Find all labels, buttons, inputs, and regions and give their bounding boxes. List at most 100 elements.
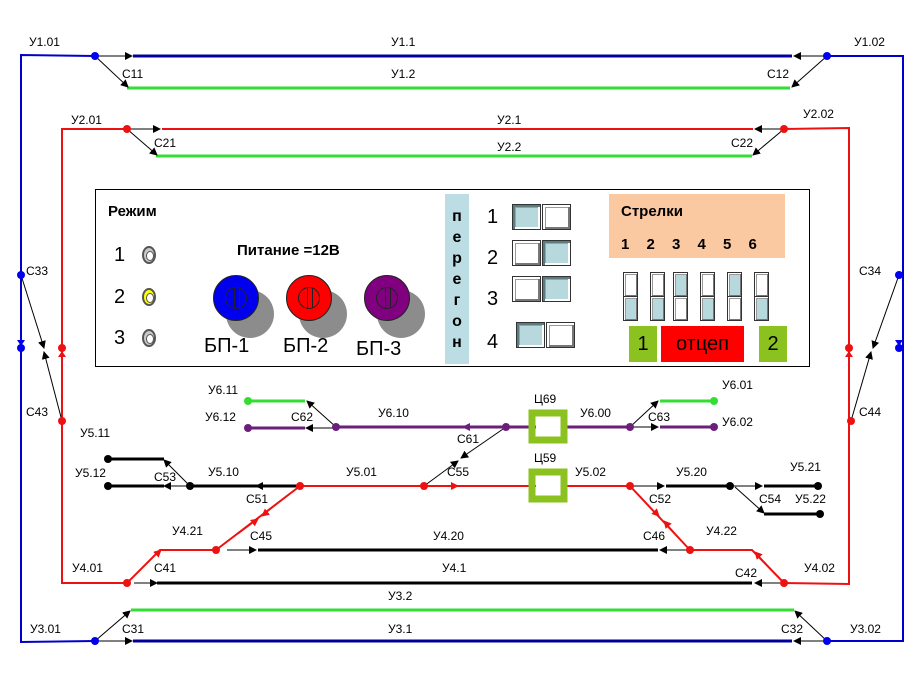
switch-3-plus[interactable] — [673, 272, 688, 297]
node-u6-11[interactable] — [244, 397, 252, 405]
switch-c63-a — [629, 400, 659, 428]
switch-2-plus[interactable] — [650, 272, 665, 297]
power-title: Питание =12В — [237, 242, 340, 259]
mode-indicator-1[interactable] — [142, 246, 156, 264]
node-c45[interactable] — [212, 546, 220, 554]
track-4 — [123, 485, 788, 587]
joint-left-red — [58, 344, 66, 352]
label-u5-01: У5.01 — [346, 465, 377, 479]
node-u1-02[interactable] — [823, 52, 831, 60]
route-3-cell-right[interactable] — [542, 276, 571, 302]
power-knob-bp3[interactable] — [364, 275, 410, 321]
node-u6-02[interactable] — [710, 423, 718, 431]
label-c44: С44 — [859, 405, 881, 419]
node-c44[interactable] — [847, 417, 855, 425]
route-4-cell-right[interactable] — [546, 322, 575, 348]
label-c11: С11 — [122, 67, 143, 81]
knob-screw-icon — [225, 287, 247, 309]
switch-4-plus[interactable] — [700, 272, 715, 297]
knob-screw-icon — [298, 287, 320, 309]
node-c63[interactable] — [626, 423, 634, 431]
route-1-cell-left[interactable] — [512, 204, 541, 230]
switches-title: Стрелки — [621, 203, 683, 220]
label-u6-11: У6.11 — [208, 383, 238, 397]
route-1-cell-right[interactable] — [542, 204, 571, 230]
power-knob-bp1[interactable] — [213, 275, 259, 321]
label-c55: С55 — [447, 465, 469, 479]
switch-c43 — [41, 351, 63, 422]
label-c51: С51 — [246, 492, 268, 506]
track-circuit-ts59[interactable] — [528, 468, 568, 503]
route-2-cell-left[interactable] — [512, 240, 541, 266]
direction-1-button[interactable]: 1 — [629, 326, 657, 362]
node-u5-12[interactable] — [104, 482, 112, 490]
route-4-cell-left[interactable] — [516, 322, 545, 348]
label-c22: С22 — [731, 136, 753, 150]
label-u5-20: У5.20 — [676, 465, 707, 479]
track-circuit-ts69[interactable] — [528, 409, 568, 444]
label-u3-1: У3.1 — [388, 622, 413, 636]
arrow-c41-up — [145, 549, 162, 565]
node-c62[interactable] — [332, 423, 340, 431]
joint-left-red-mark — [58, 351, 66, 357]
node-u1-01[interactable] — [91, 52, 99, 60]
node-u3-02[interactable] — [823, 637, 831, 645]
node-u5-22[interactable] — [816, 510, 824, 518]
label-c34: С34 — [859, 264, 881, 278]
switch-6-minus[interactable] — [754, 296, 769, 321]
label-u2-2: У2.2 — [497, 140, 522, 154]
route-2-cell-right[interactable] — [542, 240, 571, 266]
node-u4-01[interactable] — [123, 579, 131, 587]
node-u6-01[interactable] — [710, 397, 718, 405]
node-u5-11[interactable] — [104, 455, 112, 463]
label-c43: С43 — [26, 405, 48, 419]
mode-option-label: 1 — [114, 244, 126, 266]
node-c43[interactable] — [58, 417, 66, 425]
track-c46-diag — [629, 485, 691, 551]
switch-5-plus[interactable] — [727, 272, 742, 297]
label-u6-12: У6.12 — [205, 410, 236, 424]
switch-2-minus[interactable] — [650, 296, 665, 321]
label-c21: С21 — [154, 136, 176, 150]
power-knob-bp2[interactable] — [286, 275, 332, 321]
node-c53[interactable] — [186, 482, 194, 490]
node-u5-21[interactable] — [814, 482, 822, 490]
node-u2-02[interactable] — [780, 125, 788, 133]
switch-1-plus[interactable] — [623, 272, 638, 297]
mode-indicator-2[interactable] — [142, 288, 156, 306]
node-c54[interactable] — [726, 482, 734, 490]
label-c12: С12 — [767, 67, 789, 81]
node-c61[interactable] — [502, 423, 510, 431]
node-u4-02[interactable] — [780, 579, 788, 587]
switch-3-minus[interactable] — [673, 296, 688, 321]
direction-2-button[interactable]: 2 — [759, 326, 787, 362]
route-number: 3 — [487, 288, 499, 310]
switch-1-minus[interactable] — [623, 296, 638, 321]
arrow-c51-down — [261, 499, 283, 517]
switch-number: 1 — [621, 236, 630, 253]
node-c34[interactable] — [895, 271, 903, 279]
node-c46[interactable] — [686, 546, 694, 554]
track-1-outer-right — [827, 55, 904, 642]
joint-right-blue-mark — [895, 340, 903, 346]
node-u2-01[interactable] — [123, 125, 131, 133]
track-6 — [244, 397, 718, 459]
otcep-button[interactable]: отцеп — [661, 326, 744, 362]
label-u5-11: У5.11 — [80, 426, 110, 440]
switch-5-minus[interactable] — [727, 296, 742, 321]
label-u5-21: У5.21 — [790, 460, 821, 474]
node-c55[interactable] — [420, 482, 428, 490]
switch-number: 3 — [672, 236, 681, 253]
mode-indicator-3[interactable] — [142, 329, 156, 347]
switch-6-plus[interactable] — [754, 272, 769, 297]
route-3-cell-left[interactable] — [512, 276, 541, 302]
switch-4-minus[interactable] — [700, 296, 715, 321]
label-u4-02: У4.02 — [804, 561, 835, 575]
joint-right-red-mark — [845, 351, 853, 357]
label-c31: С31 — [122, 622, 144, 636]
switch-c21 — [126, 128, 158, 156]
node-c33[interactable] — [17, 271, 25, 279]
node-u3-01[interactable] — [91, 637, 99, 645]
node-u6-12[interactable] — [244, 424, 252, 432]
